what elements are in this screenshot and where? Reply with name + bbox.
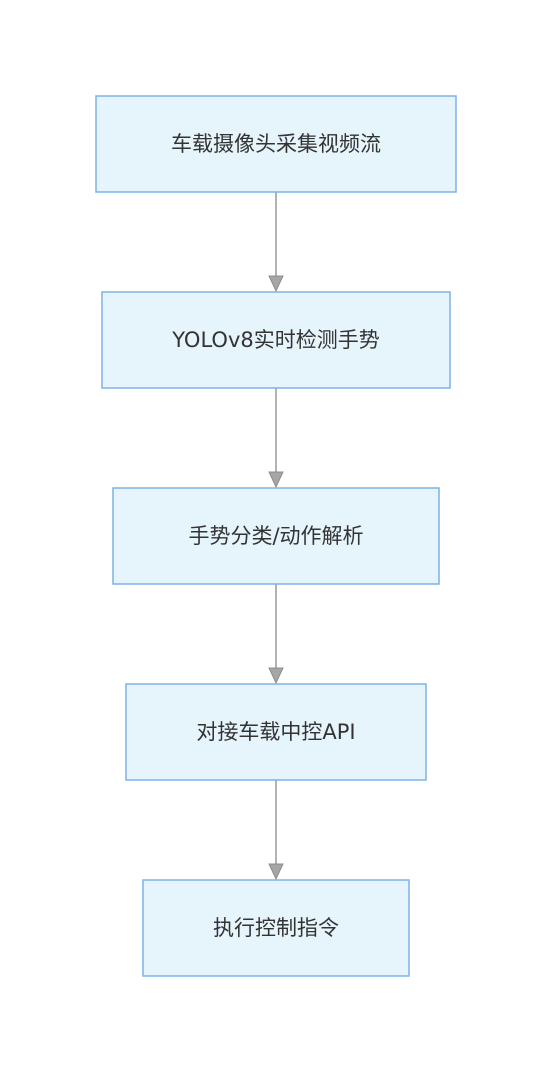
step-camera-capture: 车载摄像头采集视频流 xyxy=(95,95,457,193)
step-label: 对接车载中控API xyxy=(196,720,355,744)
step-vehicle-api: 对接车载中控API xyxy=(125,683,427,781)
step-label: 手势分类/动作解析 xyxy=(188,524,363,548)
step-label: 车载摄像头采集视频流 xyxy=(171,132,381,156)
step-label: YOLOv8实时检测手势 xyxy=(171,328,379,352)
step-yolo-detection: YOLOv8实时检测手势 xyxy=(101,291,451,389)
edge-2-3 xyxy=(268,388,284,489)
edge-4-5 xyxy=(268,780,284,881)
step-execute-command: 执行控制指令 xyxy=(142,879,410,977)
step-label: 执行控制指令 xyxy=(213,916,339,940)
edge-3-4 xyxy=(268,584,284,685)
step-gesture-classification: 手势分类/动作解析 xyxy=(112,487,440,585)
edge-1-2 xyxy=(268,192,284,293)
